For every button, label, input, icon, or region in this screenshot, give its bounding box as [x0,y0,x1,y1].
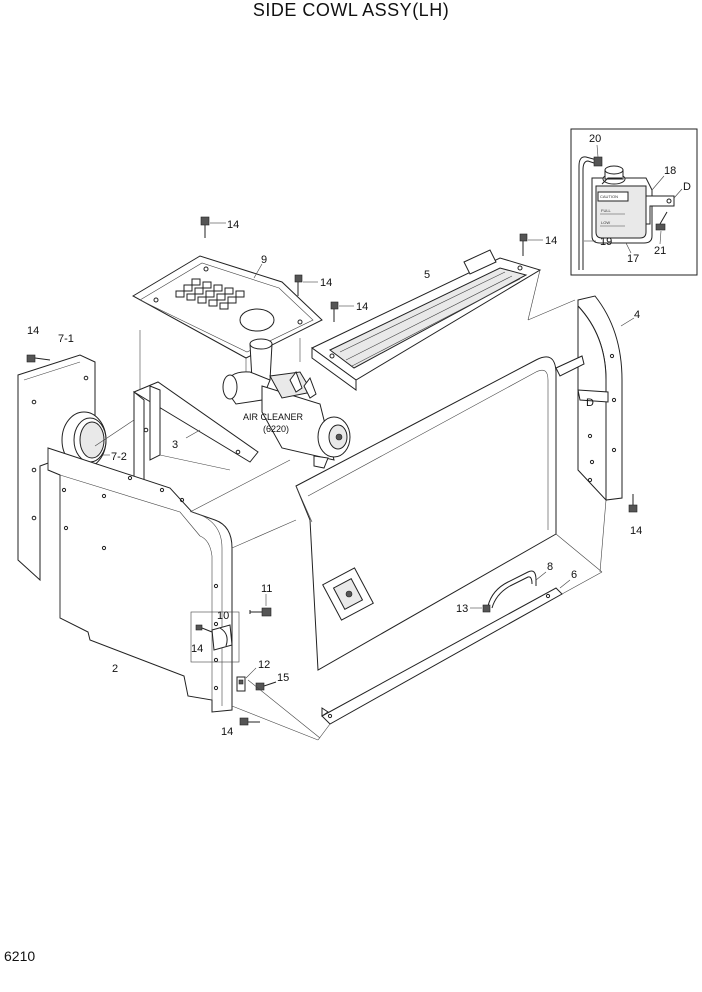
callout-14-bracket: 14 [630,525,642,537]
bolt-13 [470,604,491,613]
latch-10 [190,611,240,663]
callout-14-bottom: 14 [221,726,233,738]
callout-20: 20 [589,133,601,145]
callout-3: 3 [172,439,178,451]
callout-6: 6 [571,569,577,581]
seal-ring-7-2 [61,411,110,469]
bolt-11 [249,594,272,617]
assembly-lines [94,269,607,741]
callout-D-side: D [586,397,594,409]
bolt-bracket-5 [330,301,354,322]
hose-fitting [593,156,603,167]
callout-14-rail-right: 14 [545,235,557,247]
callout-D-top: D [683,181,691,193]
air-cleaner-ref: (6220) [263,424,289,434]
catch-12 [236,667,257,692]
bolt-cover-right [294,274,318,296]
bolt-14-bottom [239,717,260,726]
callout-labels: 20 18 D 19 21 17 14 9 14 14 14 5 14 7-1 … [27,133,691,738]
tank-full-text: FULL [601,208,612,213]
callout-15: 15 [277,672,289,684]
callout-14-rail: 14 [356,301,368,313]
bolt-top-cover [200,216,226,238]
hinge-bracket-4 [555,295,635,502]
callout-14-cover: 14 [320,277,332,289]
page-title: SIDE COWL ASSY(LH) [252,0,450,20]
callout-5: 5 [424,269,430,281]
support-rail-5 [311,249,542,391]
callout-7-1: 7-1 [58,333,74,345]
tank-low-text: LOW [601,220,610,225]
bolt-21 [655,211,668,231]
callout-14-top: 14 [227,219,239,231]
callout-4: 4 [634,309,640,321]
callout-11: 11 [261,583,272,595]
callout-2: 2 [112,663,118,675]
tank-caution-text: CAUTION [600,194,618,199]
callout-13: 13 [456,603,468,615]
callout-8: 8 [547,561,553,573]
callout-21: 21 [654,245,666,257]
air-cleaner-name: AIR CLEANER [243,412,304,422]
reservoir-inset: CAUTION FULL LOW [570,128,698,276]
air-cleaner: AIR CLEANER (6220) [222,338,351,469]
callout-17: 17 [627,253,639,265]
side-door-2 [47,447,233,713]
callout-14-left: 14 [27,325,39,337]
callout-12: 12 [258,659,270,671]
bolt-bracket-4 [628,494,638,513]
handle-8 [487,570,547,609]
callout-18: 18 [664,165,676,177]
top-cover [131,255,323,359]
callout-9: 9 [261,254,267,266]
bolt-bracket-5-right [519,233,543,256]
large-side-door [295,356,557,671]
tank-bracket [645,195,675,225]
callout-10: 10 [217,610,229,622]
reservoir-tank: CAUTION FULL LOW [591,165,653,244]
page-code: 6210 [4,948,36,964]
bolt-7-1 [26,354,51,363]
callout-7-2: 7-2 [111,451,127,463]
callout-19: 19 [600,236,612,248]
callout-14-latch: 14 [191,643,203,655]
